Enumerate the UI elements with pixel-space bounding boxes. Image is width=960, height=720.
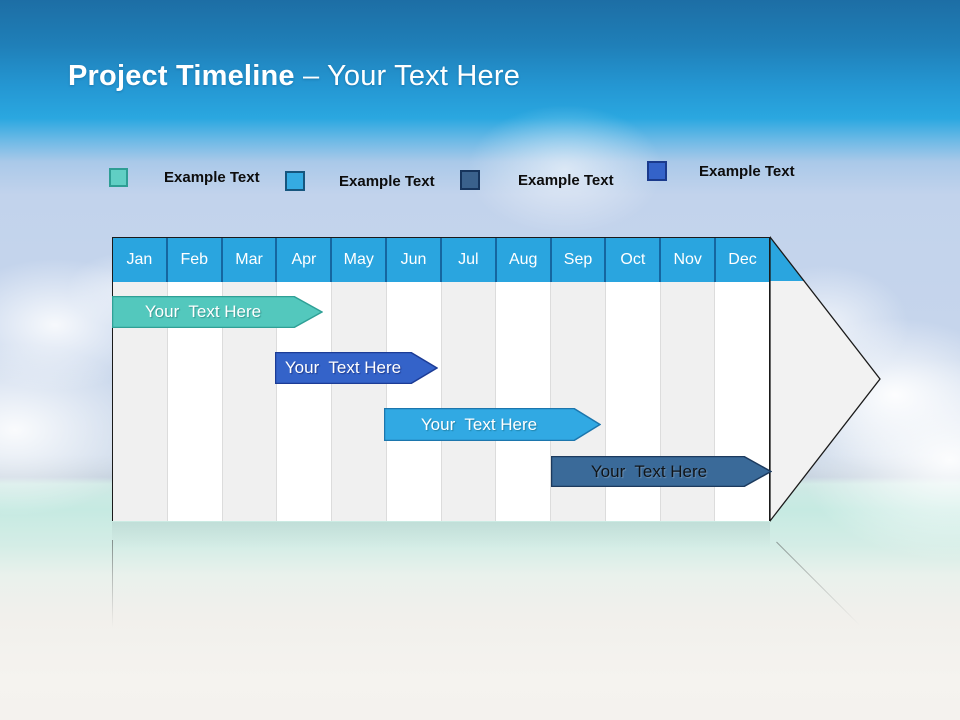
- month-cell-nov: Nov: [661, 238, 717, 282]
- title-regular-part: – Your Text Here: [294, 60, 521, 92]
- arrow-tip-outline: [770, 236, 881, 523]
- month-cell-mar: Mar: [222, 238, 278, 282]
- legend-swatch-teal: [109, 168, 128, 187]
- gantt-bar-shape: [275, 352, 438, 384]
- legend-item-4: Example Text: [647, 161, 795, 181]
- legend-label: Example Text: [518, 171, 614, 189]
- gantt-bar-shape: [384, 408, 601, 441]
- gantt-bar-shape: [551, 456, 772, 487]
- legend-item-2: Example Text: [285, 171, 435, 191]
- gantt-bar-label: Your Text Here: [420, 414, 538, 434]
- gantt-bar-label: Your Text Here: [284, 358, 402, 377]
- legend-item-3: Example Text: [460, 170, 614, 190]
- month-cell-aug: Aug: [496, 238, 552, 282]
- gantt-bar-label: Your Text Here: [590, 461, 708, 481]
- legend-item-1: Example Text: [109, 168, 260, 187]
- gantt-bar-3: Your Text Here: [384, 408, 601, 441]
- month-cell-feb: Feb: [167, 238, 223, 282]
- month-cell-may: May: [332, 238, 388, 282]
- month-cell-jun: Jun: [387, 238, 442, 282]
- gantt-bar-shape: [112, 296, 323, 328]
- month-cell-jul: Jul: [441, 238, 497, 282]
- arrow-tip-body: [770, 237, 880, 521]
- column-stripe: [496, 282, 551, 521]
- title-bold-part: Project Timeline: [68, 60, 295, 92]
- gantt-bar-2: Your Text Here: [275, 352, 438, 384]
- legend-swatch-slate: [460, 170, 480, 190]
- month-cell-oct: Oct: [606, 238, 662, 282]
- legend-swatch-royalblue: [647, 161, 667, 181]
- legend-label: Example Text: [699, 162, 795, 180]
- table-left-edge-reflection: [112, 540, 113, 628]
- gantt-bar-label: Your Text Here: [144, 302, 262, 321]
- gantt-bar-1: Your Text Here: [112, 296, 323, 328]
- legend-label: Example Text: [339, 172, 435, 190]
- legend-label: Example Text: [164, 169, 260, 186]
- page-title: Project Timeline – Your Text Here: [68, 60, 928, 93]
- column-stripe: [441, 282, 497, 521]
- month-header-row: Jan Feb Mar Apr May Jun Jul Aug Sep Oct …: [113, 238, 769, 282]
- gantt-bar-4: Your Text Here: [551, 456, 772, 487]
- column-stripe: [386, 282, 442, 521]
- legend-swatch-lightblue: [285, 171, 305, 191]
- month-cell-dec: Dec: [716, 238, 769, 282]
- month-cell-jan: Jan: [113, 238, 168, 282]
- column-stripe: [332, 282, 387, 521]
- table-reflection-haze: [112, 522, 770, 548]
- month-cell-sep: Sep: [551, 238, 607, 282]
- timeline-arrow-tip: [770, 236, 881, 523]
- month-cell-apr: Apr: [277, 238, 333, 282]
